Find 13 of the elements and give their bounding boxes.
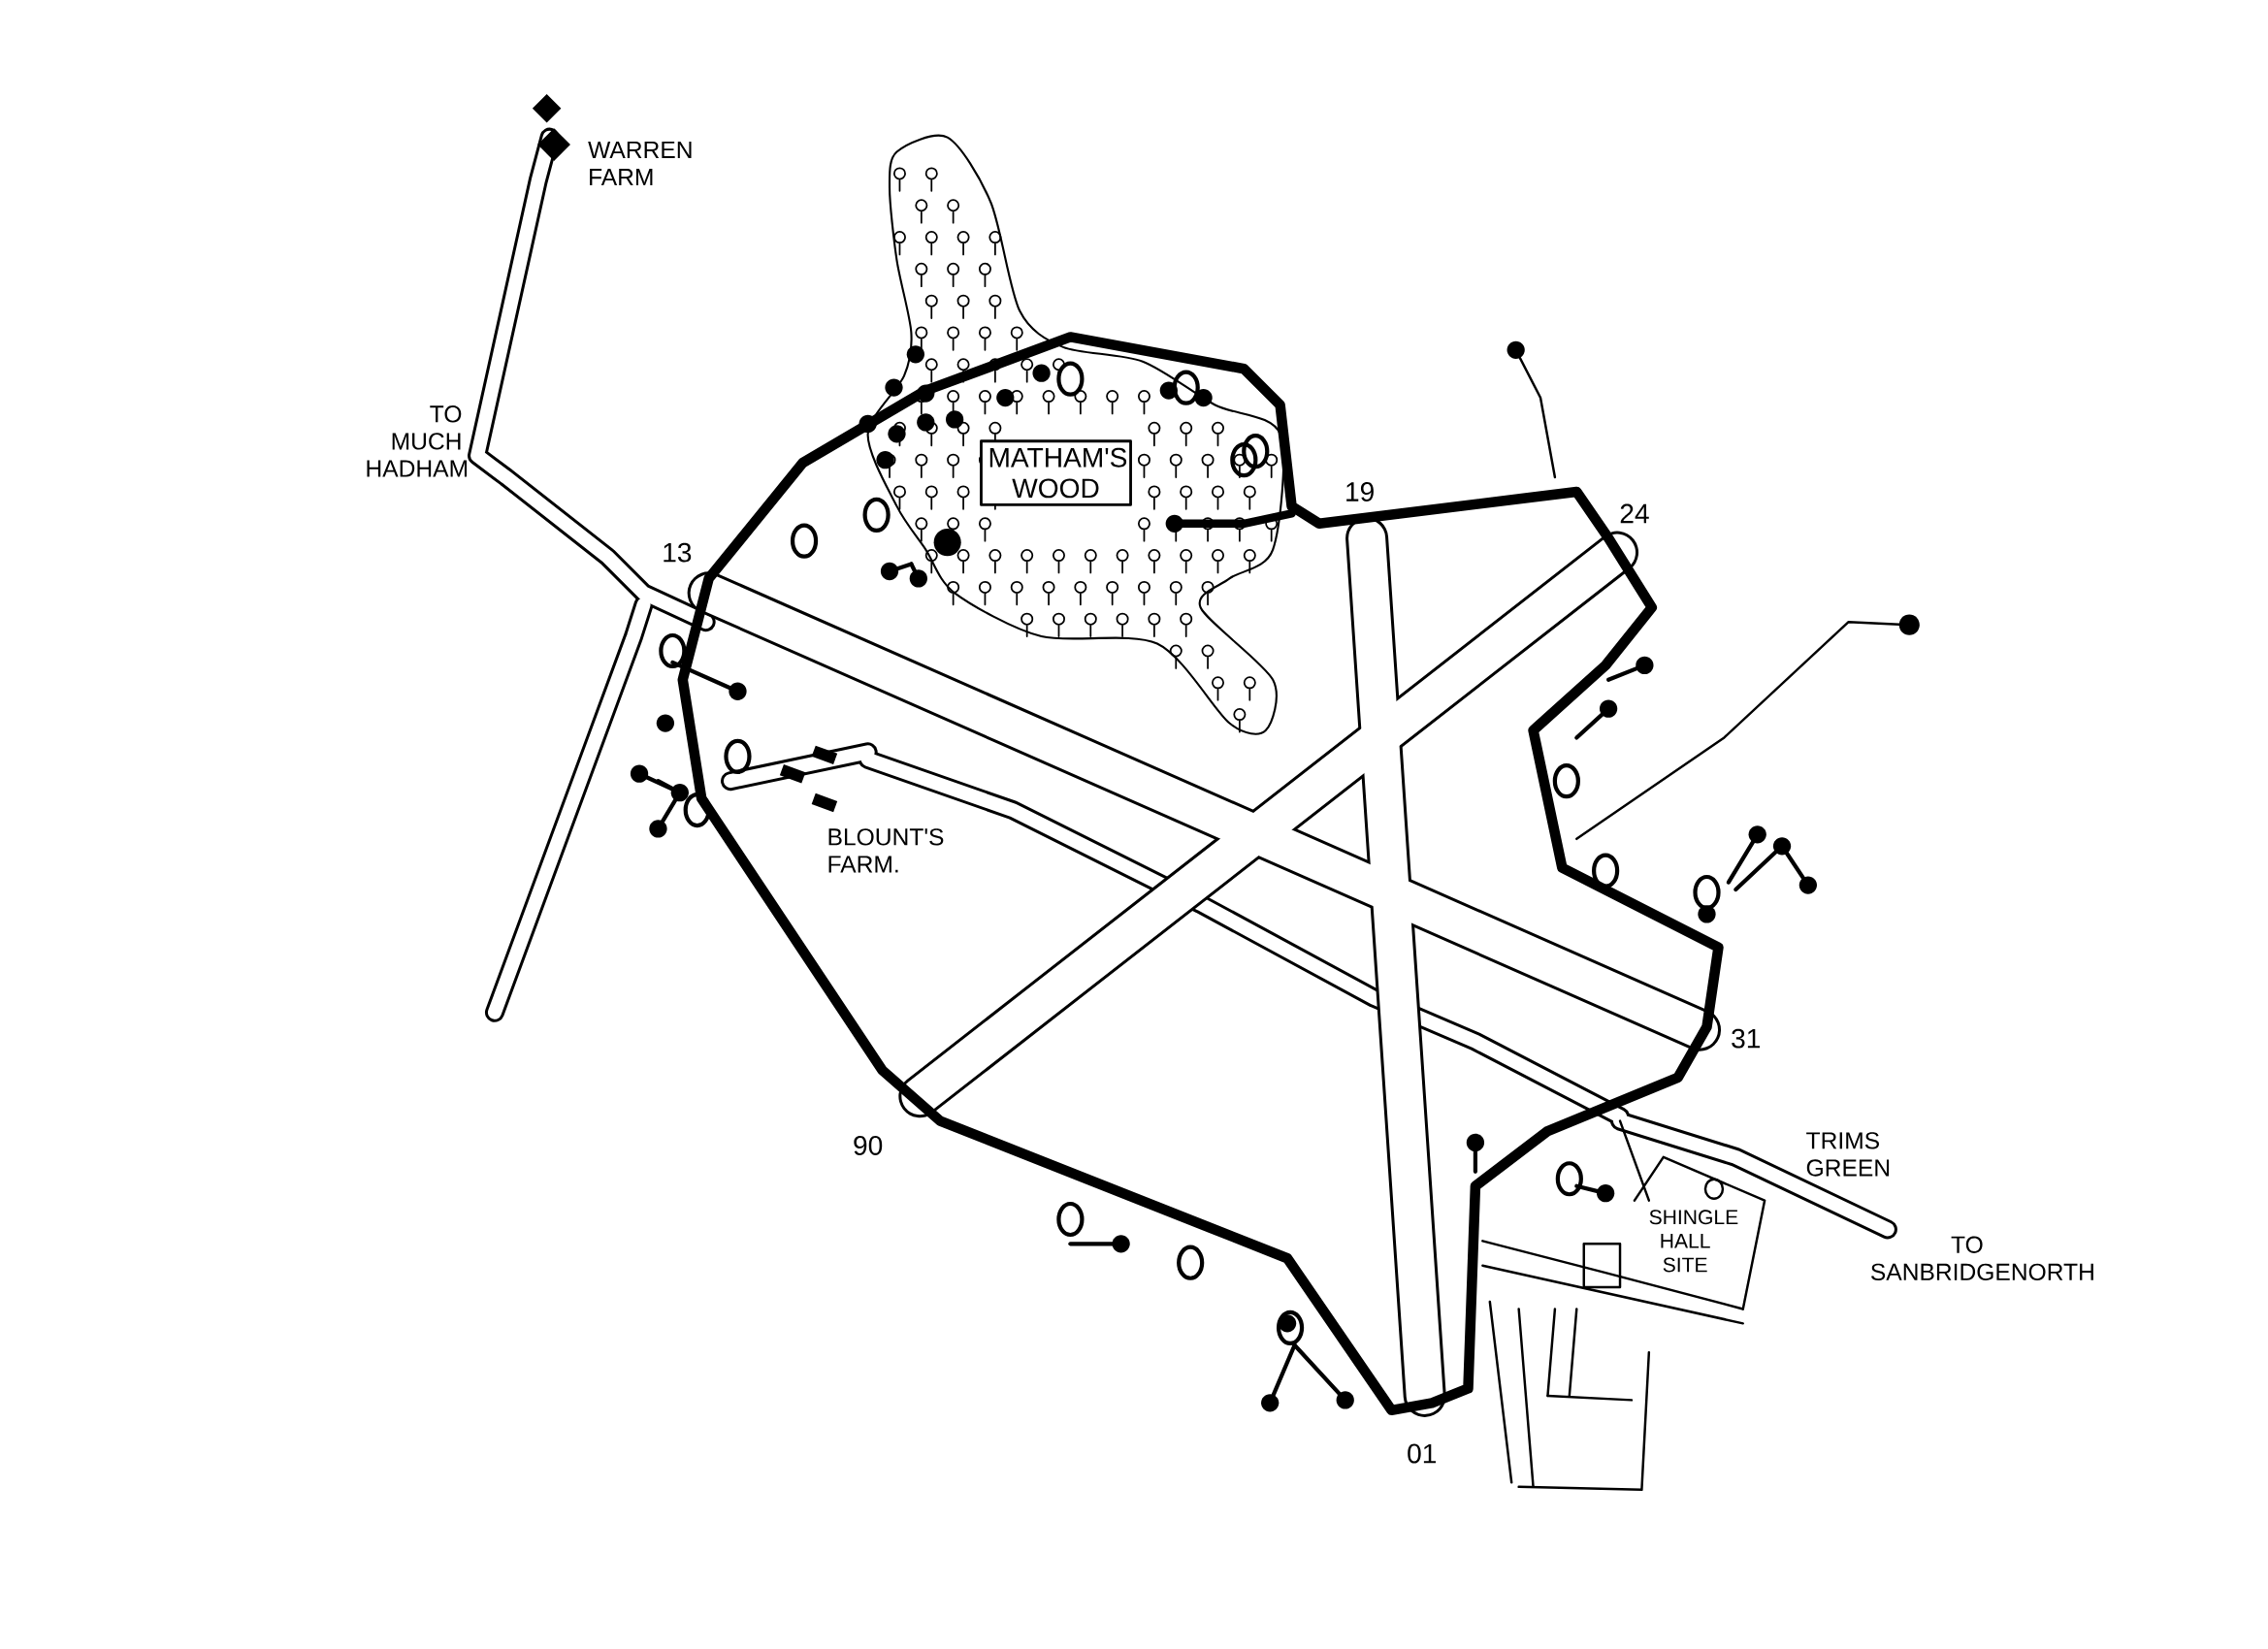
runway-number: 13 <box>664 542 692 563</box>
wood-label-box: MATHAM'S WOOD <box>980 439 1132 506</box>
runway-number: 19 <box>1346 482 1374 501</box>
place-label: TRIMS GREEN <box>1806 1132 1890 1177</box>
runway-number: 24 <box>1620 503 1649 524</box>
runway-number: 31 <box>1732 1028 1761 1049</box>
place-label: WARREN FARM <box>588 142 692 186</box>
place-label: BLOUNT'S FARM. <box>828 828 944 873</box>
runway-number: 01 <box>1408 1443 1437 1464</box>
place-label: TO SANBRIDGENORTH <box>1870 1236 2093 1281</box>
place-label: SHINGLE HALL SITE <box>1649 1210 1738 1273</box>
place-label: TO MUCH HADHAM <box>367 405 468 477</box>
runway-number: 90 <box>854 1136 883 1155</box>
